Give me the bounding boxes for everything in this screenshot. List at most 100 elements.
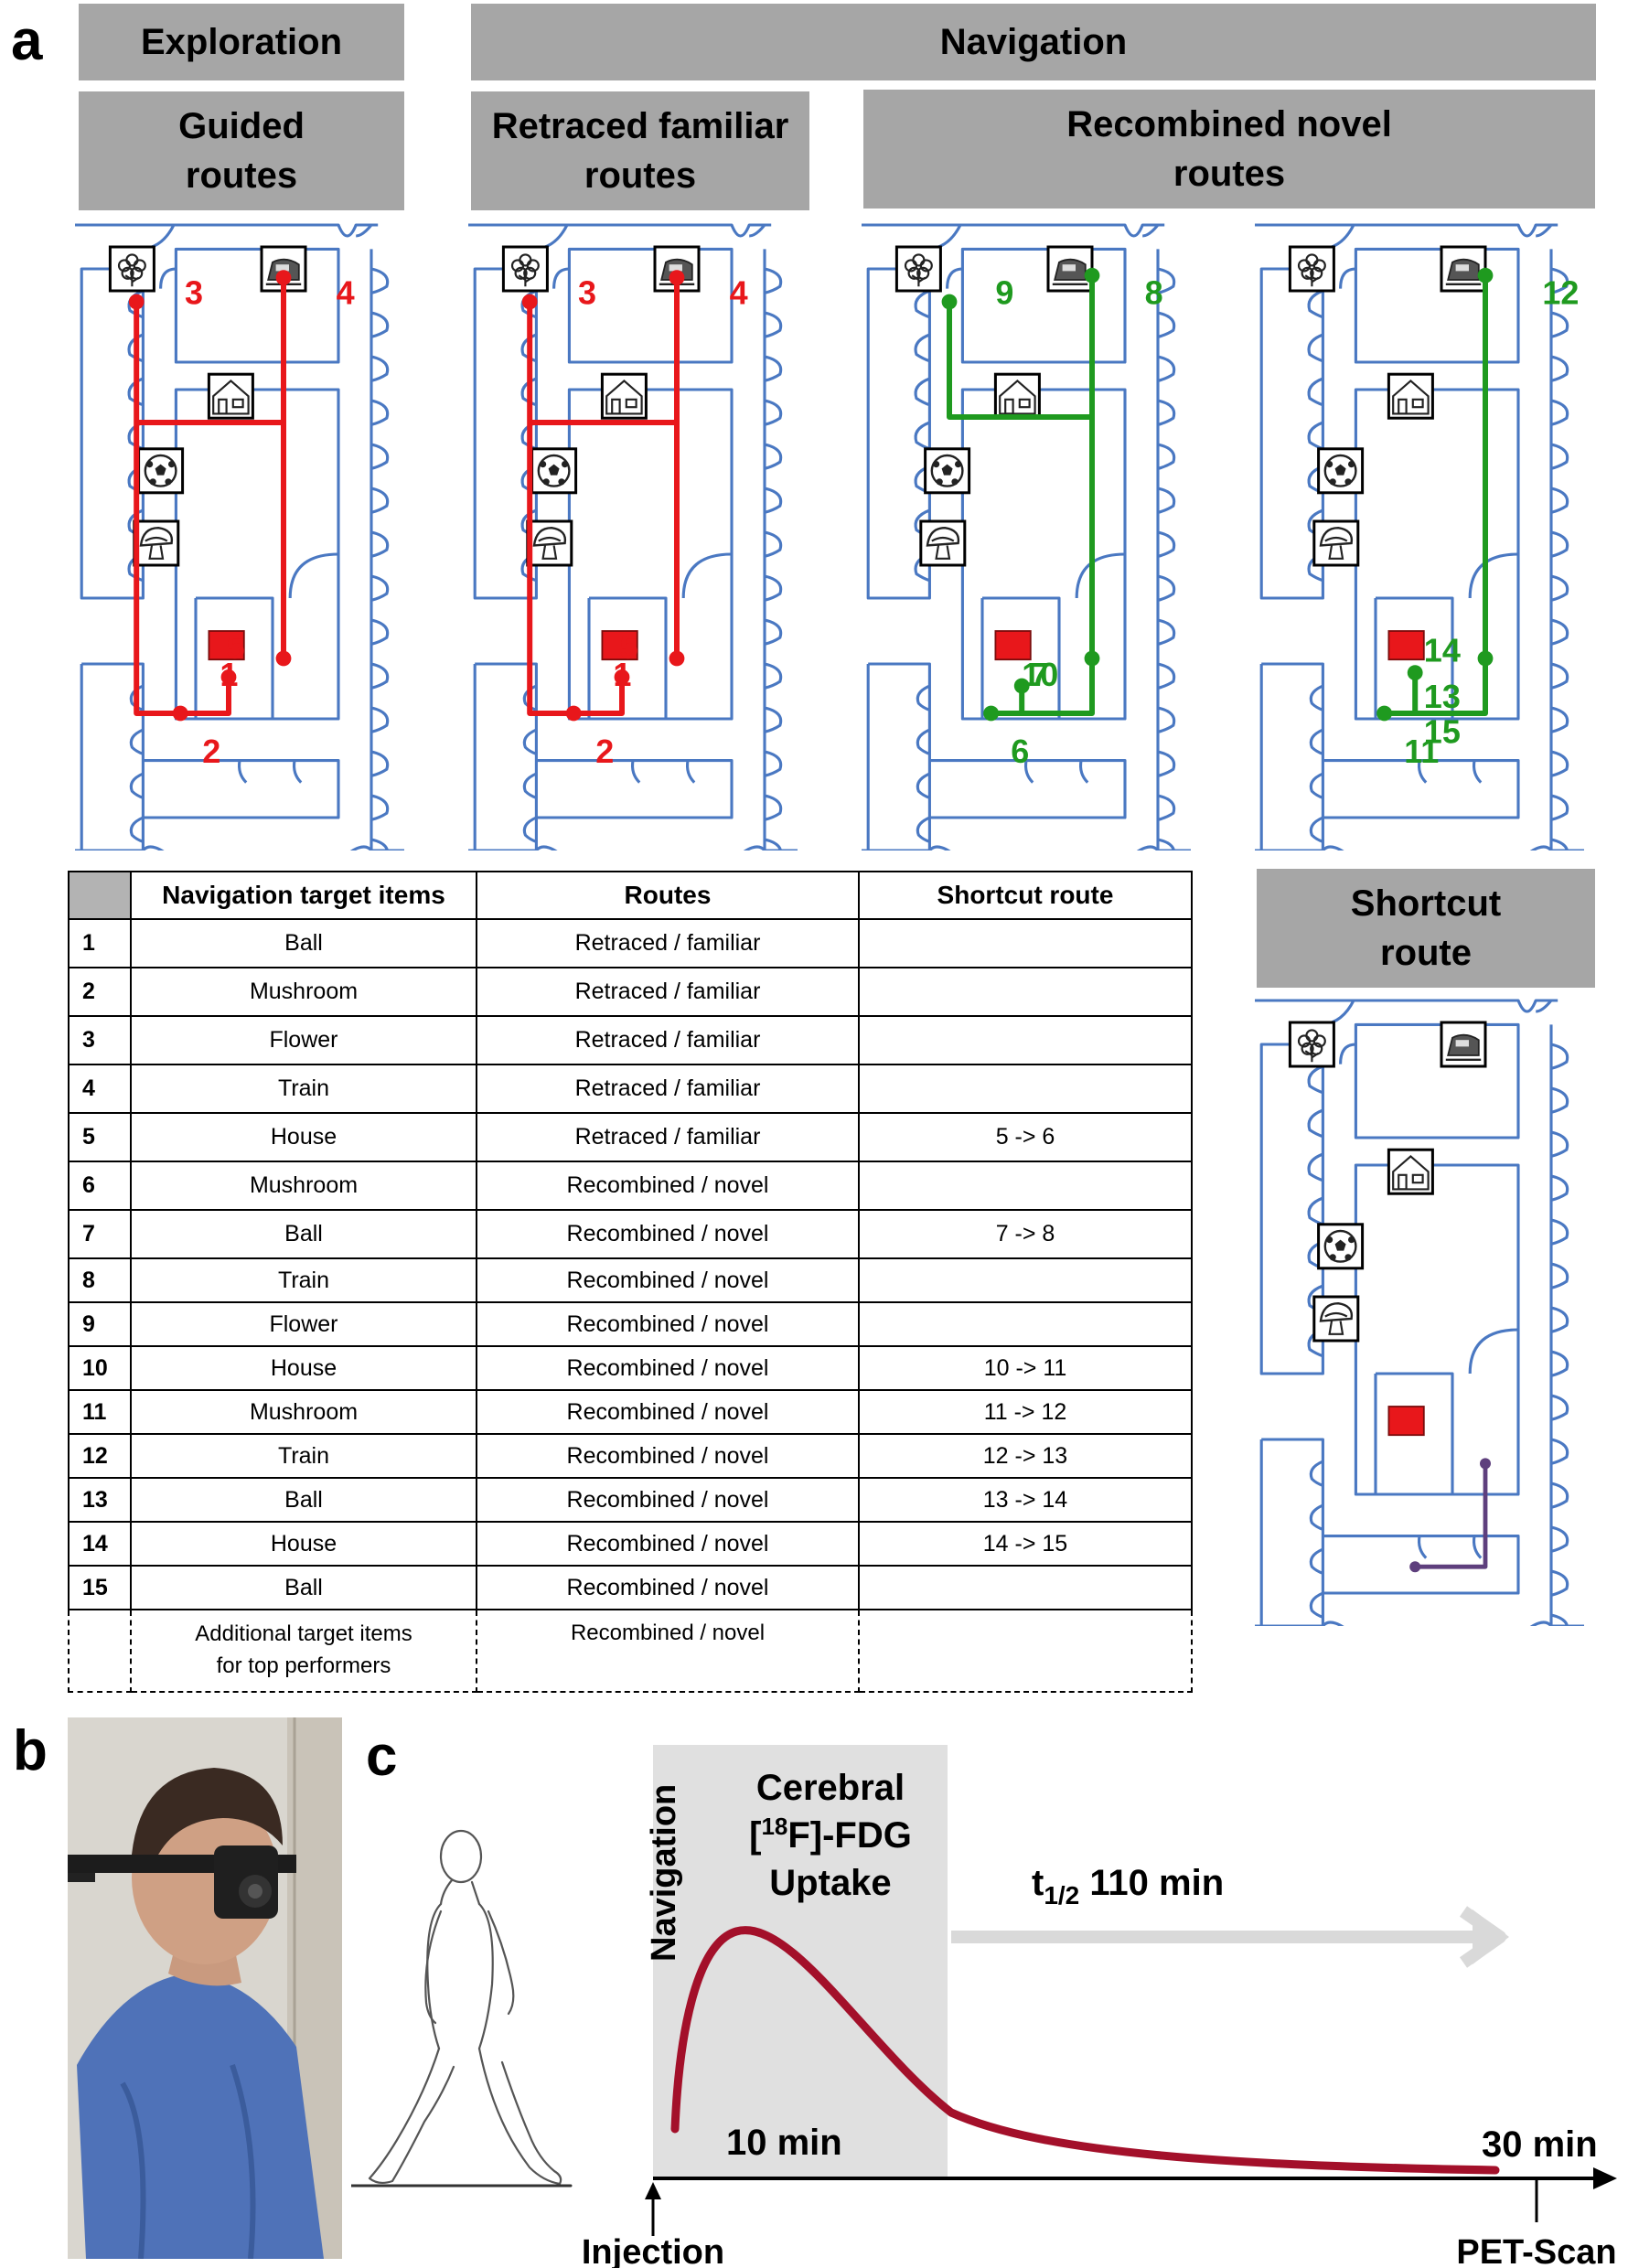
row-index: 7 (68, 1209, 132, 1259)
route-path (1415, 1463, 1488, 1569)
row-index: 12 (68, 1433, 132, 1479)
ten-min-label: 10 min (726, 2123, 842, 2163)
row-route: Recombined / novel (476, 1257, 860, 1303)
row-route: Recombined / novel (476, 1609, 860, 1693)
row-index: 3 (68, 1015, 132, 1065)
row-route: Retraced / familiar (476, 1112, 860, 1162)
route-label: 15 (1424, 712, 1461, 750)
row-shortcut: 7 -> 8 (858, 1209, 1193, 1259)
route-shortcut (1409, 1458, 1491, 1573)
route-node (1084, 650, 1100, 667)
train-icon (1440, 1021, 1487, 1068)
route-node (1084, 267, 1100, 284)
fdg-uptake-curve (670, 1926, 1500, 2175)
ball-icon (530, 447, 578, 495)
house-icon (1387, 1148, 1434, 1195)
row-shortcut (858, 918, 1193, 968)
route-node (275, 650, 292, 667)
table-header-row: Navigation target items Routes Shortcut … (68, 871, 1193, 920)
red-block (994, 630, 1032, 661)
navigation-vertical-label: Navigation (645, 1784, 683, 1962)
row-shortcut: 10 -> 11 (858, 1345, 1193, 1391)
route-label: 5 (227, 628, 245, 666)
half-life-arrowhead-stroke (1459, 1906, 1506, 1968)
row-route: Recombined / novel (476, 1477, 860, 1523)
table-header-routes: Routes (476, 871, 860, 920)
row-route: Recombined / novel (476, 1433, 860, 1479)
row-route: Recombined / novel (476, 1345, 860, 1391)
ball-icon (1317, 447, 1365, 495)
route-label: 14 (1424, 632, 1461, 669)
row-shortcut: 14 -> 15 (858, 1521, 1193, 1567)
thirty-min-label: 30 min (1482, 2124, 1598, 2165)
route-label: 3 (185, 273, 203, 311)
row-index: 1 (68, 918, 132, 968)
street-network (75, 223, 405, 850)
route-node (941, 294, 958, 310)
route-label: 2 (595, 733, 614, 770)
route-label: 4 (337, 273, 355, 311)
row-item: Ball (130, 918, 477, 968)
row-item: Train (130, 1064, 477, 1114)
row-shortcut: 13 -> 14 (858, 1477, 1193, 1523)
row-shortcut (858, 1301, 1193, 1347)
route-node (521, 294, 538, 310)
route-node (565, 705, 582, 722)
route-label: 5 (620, 628, 638, 666)
participant-photo (68, 1717, 342, 2259)
row-index: 4 (68, 1064, 132, 1114)
route-label: 9 (995, 273, 1013, 311)
route-node (614, 669, 630, 685)
uptake-label-uptake: Uptake (769, 1863, 891, 1903)
table-header-index (68, 871, 132, 920)
mushroom-icon (1312, 1295, 1360, 1343)
row-shortcut: 5 -> 6 (858, 1112, 1193, 1162)
route-label: 8 (1145, 273, 1163, 311)
uptake-label-fdg: [18F]-FDG (749, 1813, 912, 1856)
row-index (68, 1609, 132, 1693)
time-axis-arrowhead (1593, 2167, 1617, 2189)
route-label: 6 (1011, 733, 1029, 770)
row-item: Mushroom (130, 967, 477, 1017)
table-header-shortcut: Shortcut route (858, 871, 1193, 920)
route-node (1477, 650, 1494, 667)
row-index: 5 (68, 1112, 132, 1162)
extra-item-line2: for top performers (216, 1653, 391, 1678)
participant-photo-drawing (68, 1717, 342, 2259)
row-item: Train (130, 1257, 477, 1303)
panel-letter-c: c (366, 1725, 398, 1788)
mushroom-icon (526, 519, 573, 567)
house-icon (1387, 372, 1434, 420)
route-node (983, 705, 999, 722)
route-label: 1 (613, 656, 631, 693)
walking-person-illustration (351, 1829, 573, 2188)
row-shortcut (858, 1161, 1193, 1211)
route-node (275, 270, 292, 285)
header-navigation: Navigation (471, 4, 1596, 80)
red-block (208, 630, 245, 661)
row-item: Mushroom (130, 1161, 477, 1211)
route-node (1477, 267, 1494, 284)
row-index: 6 (68, 1161, 132, 1211)
row-shortcut (858, 1064, 1193, 1114)
panel-letter-a: a (11, 9, 43, 72)
